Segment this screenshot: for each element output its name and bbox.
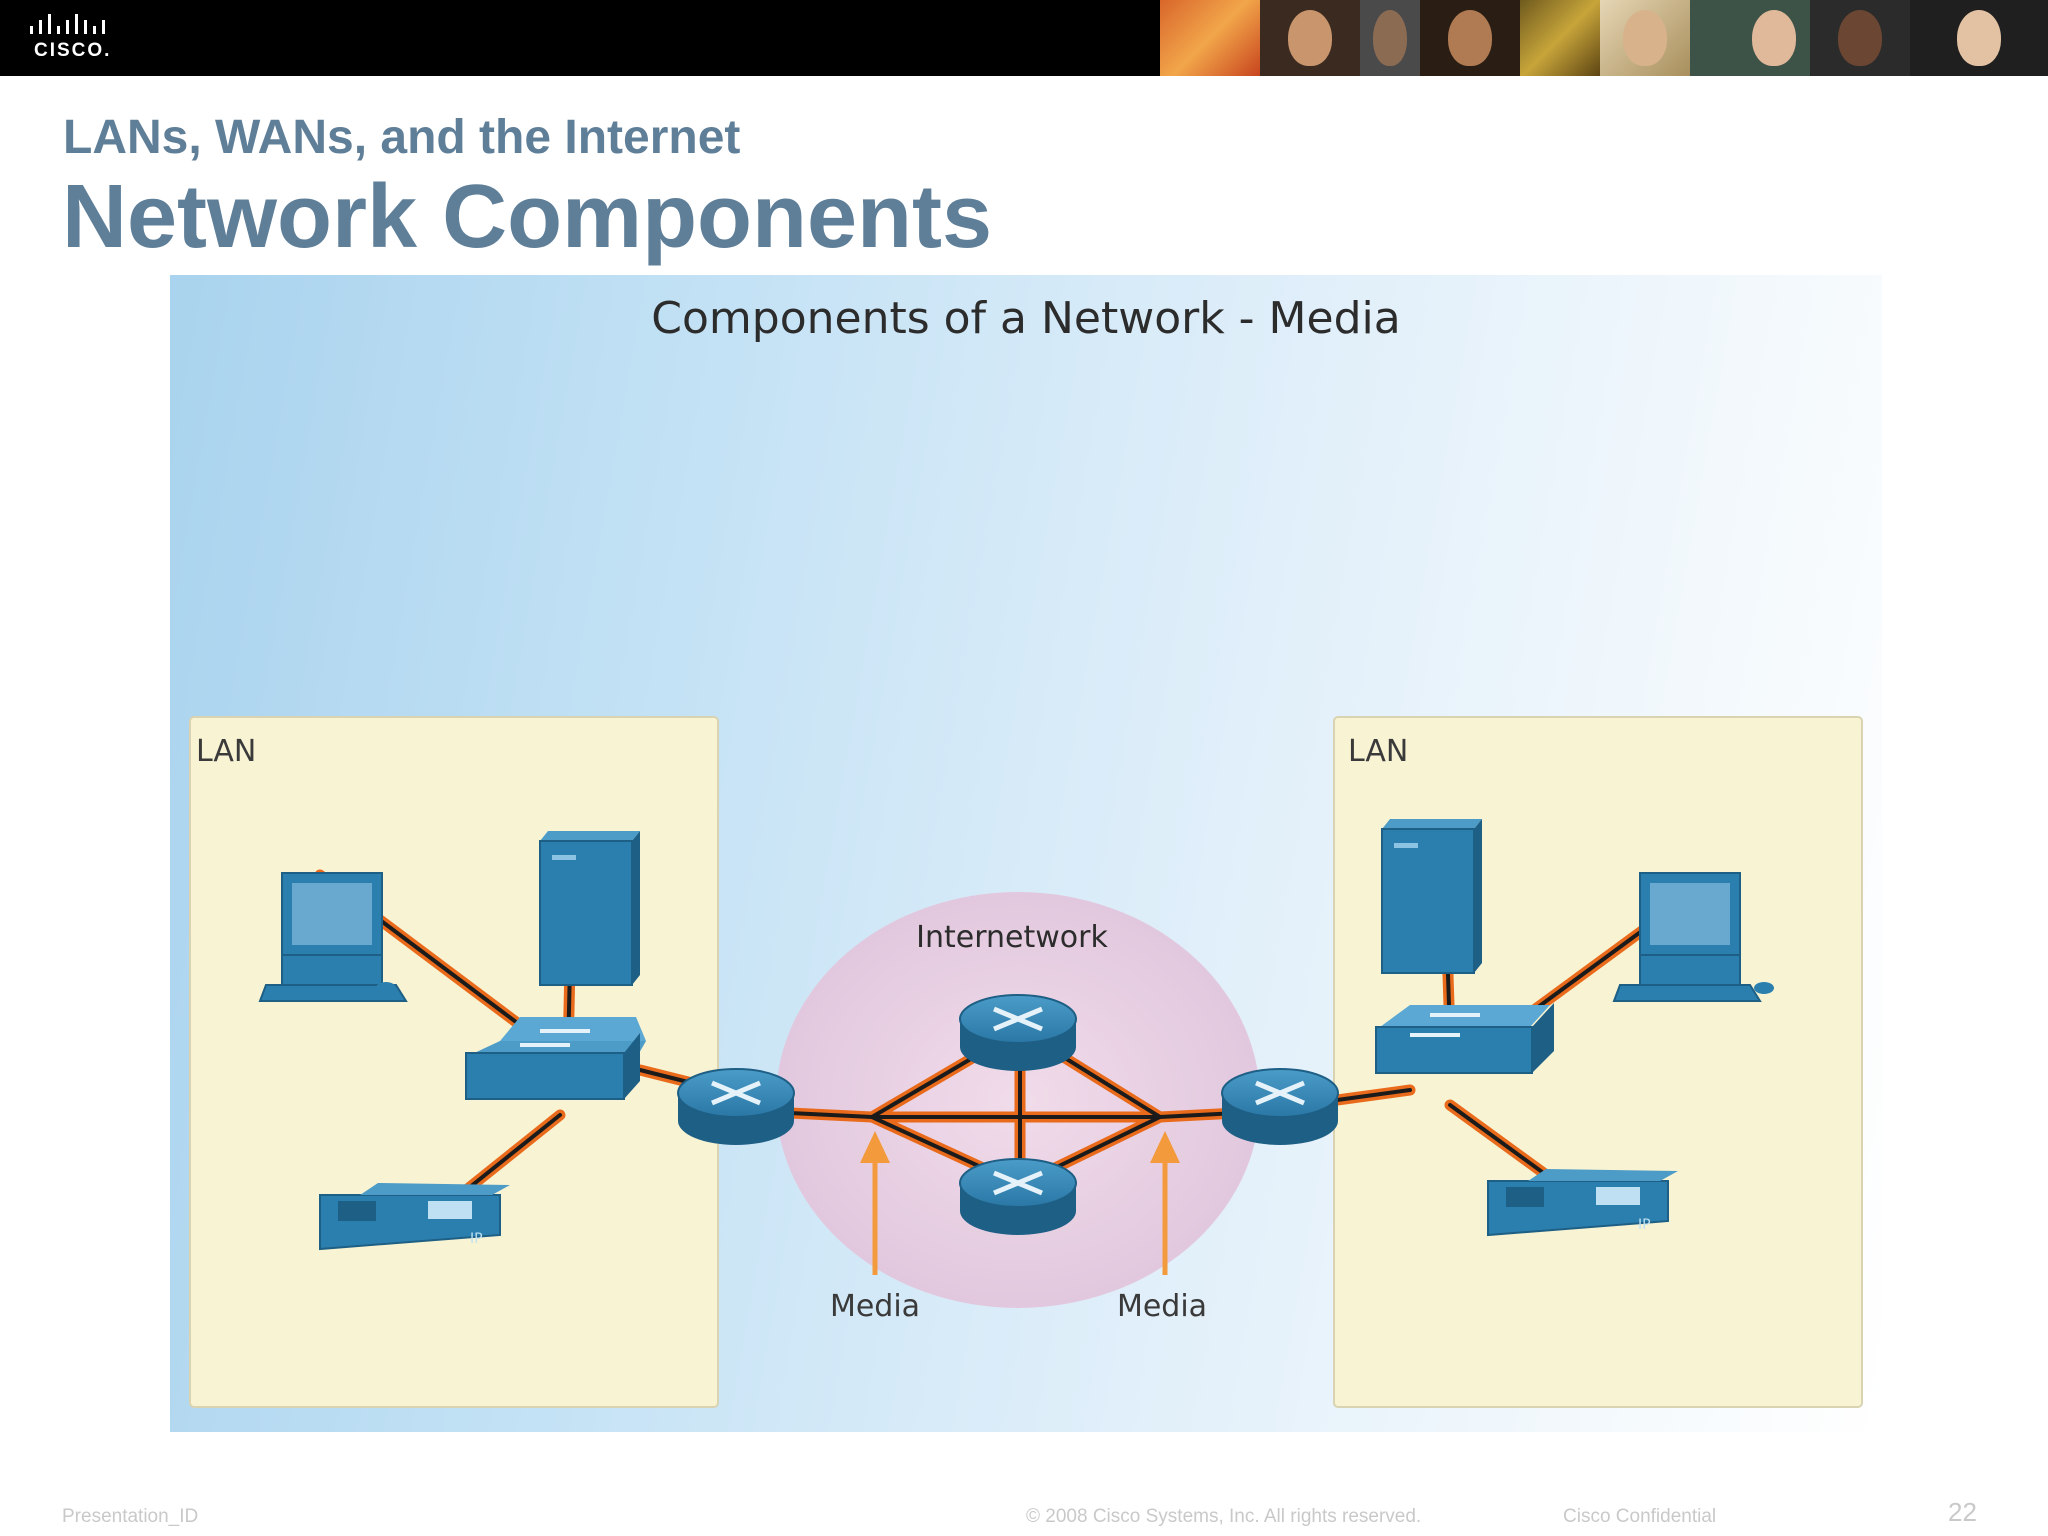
diagram-title: Components of a Network - Media (651, 293, 1400, 344)
top-banner: CISCO. (0, 0, 2048, 76)
banner-photo (1160, 0, 1260, 76)
left-router-icon (677, 1068, 795, 1145)
banner-photo (1360, 0, 1420, 76)
media-label-right: Media (1117, 1289, 1207, 1324)
left-ip-phone-icon: IP (319, 1183, 510, 1251)
internetwork-router-bottom-icon (959, 1158, 1077, 1235)
banner-photo (1420, 0, 1520, 76)
right-router-icon (1221, 1068, 1339, 1145)
media-arrow-left-icon (860, 1131, 890, 1275)
right-ip-phone-icon: IP (1487, 1169, 1678, 1237)
media-label-left: Media (830, 1289, 920, 1324)
svg-text:IP: IP (470, 1231, 483, 1247)
internetwork-router-top-icon (959, 994, 1077, 1071)
svg-text:IP: IP (1638, 1217, 1651, 1233)
cisco-logo: CISCO. (30, 14, 120, 64)
left-switch-icon (465, 1017, 646, 1100)
banner-photo (1260, 0, 1360, 76)
banner-photo (1910, 0, 2048, 76)
network-diagram-svg: Components of a Network - Media LAN LAN … (189, 293, 1863, 1408)
right-server-icon (1381, 819, 1482, 974)
page-number: 22 (1948, 1497, 1977, 1527)
left-lan-label: LAN (196, 734, 256, 769)
right-lan-label: LAN (1348, 734, 1408, 769)
footer-copyright: © 2008 Cisco Systems, Inc. All rights re… (1026, 1506, 1422, 1527)
right-switch-icon (1375, 1003, 1554, 1074)
banner-photo (1520, 0, 1600, 76)
banner-photo (1600, 0, 1690, 76)
left-server-icon (539, 831, 640, 986)
cisco-logo-text: CISCO. (34, 40, 112, 61)
left-pc-icon (258, 872, 408, 1002)
internetwork-label: Internetwork (916, 920, 1108, 955)
network-diagram: Components of a Network - Media LAN LAN … (170, 275, 1882, 1432)
footer-confidential: Cisco Confidential (1563, 1506, 1717, 1527)
cisco-bars-icon (30, 14, 105, 34)
banner-photo (1690, 0, 1810, 76)
slide-subtitle: LANs, WANs, and the Internet (63, 111, 741, 164)
banner-photo (1810, 0, 1910, 76)
right-pc-icon (1612, 872, 1774, 1002)
slide-title: Network Components (62, 167, 993, 267)
media-arrow-right-icon (1150, 1131, 1180, 1275)
banner-photo-strip (1160, 0, 2048, 76)
footer-presentation-id: Presentation_ID (62, 1506, 199, 1527)
